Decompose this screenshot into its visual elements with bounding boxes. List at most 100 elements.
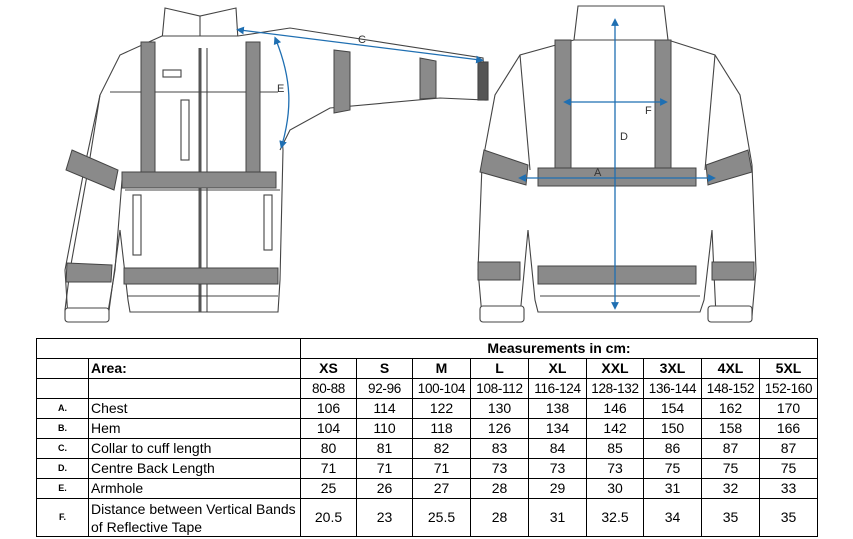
measurement-cell: 73 [528, 458, 587, 479]
measurement-cell: 166 [758, 418, 819, 439]
label-f: F [645, 105, 652, 117]
size-range: 116-124 [528, 378, 587, 399]
size-range: 152-160 [758, 378, 819, 399]
measurement-cell: 30 [586, 478, 644, 499]
measurement-cell: 33 [758, 478, 819, 499]
size-header: 3XL [643, 358, 702, 379]
front-measurement-lines [236, 26, 484, 149]
measurement-cell: 86 [643, 438, 702, 459]
row-code: E. [36, 478, 89, 499]
size-header: XXL [586, 358, 644, 379]
measurement-cell: 35 [701, 498, 760, 537]
label-c: C [358, 34, 366, 46]
row-code: D. [36, 458, 89, 479]
measurement-cell: 71 [356, 458, 413, 479]
measurement-cell: 130 [470, 398, 529, 419]
row-code: F. [36, 498, 89, 537]
measurement-cell: 170 [758, 398, 819, 419]
measurement-cell: 82 [412, 438, 471, 459]
area-header: Area: [88, 358, 301, 379]
measurement-cell: 114 [356, 398, 413, 419]
measurement-cell: 106 [300, 398, 357, 419]
measurement-cell: 162 [701, 398, 760, 419]
measurement-cell: 71 [300, 458, 357, 479]
measurement-cell: 75 [701, 458, 760, 479]
measurement-cell: 25.5 [412, 498, 471, 537]
measurement-cell: 158 [701, 418, 760, 439]
measurement-cell: 81 [356, 438, 413, 459]
measurement-cell: 75 [643, 458, 702, 479]
size-range: 92-96 [356, 378, 413, 399]
size-header: 4XL [701, 358, 760, 379]
measurement-cell: 85 [586, 438, 644, 459]
front-raised-sleeve [237, 27, 487, 151]
code-header-blank [36, 358, 89, 379]
size-range: 108-112 [470, 378, 529, 399]
measurement-cell: 122 [412, 398, 471, 419]
size-range: 136-144 [643, 378, 702, 399]
label-e: E [277, 83, 284, 95]
measurement-cell: 83 [470, 438, 529, 459]
measurement-cell: 138 [528, 398, 587, 419]
measurement-cell: 118 [412, 418, 471, 439]
size-header: S [356, 358, 413, 379]
front-reflective-tape [65, 41, 437, 285]
measurement-cell: 71 [412, 458, 471, 479]
measurement-cell: 150 [643, 418, 702, 439]
size-header: L [470, 358, 529, 379]
row-area: Hem [88, 418, 301, 439]
measurement-cell: 34 [643, 498, 702, 537]
measurement-cell: 73 [586, 458, 644, 479]
measurement-cell: 23 [356, 498, 413, 537]
table-row: F.Distance between Vertical Bands of Ref… [36, 498, 819, 537]
blank-corner [36, 338, 301, 359]
measurement-cell: 73 [470, 458, 529, 479]
measurement-cell: 87 [701, 438, 760, 459]
size-range: 128-132 [586, 378, 644, 399]
measurement-cell: 32 [701, 478, 760, 499]
label-d: D [620, 131, 628, 143]
measurement-cell: 134 [528, 418, 587, 439]
measurement-cell: 28 [470, 498, 529, 537]
measurement-cell: 87 [758, 438, 819, 459]
measurement-cell: 84 [528, 438, 587, 459]
row-area: Armhole [88, 478, 301, 499]
measurement-cell: 80 [300, 438, 357, 459]
measurement-cell: 26 [356, 478, 413, 499]
size-range: 100-104 [412, 378, 471, 399]
size-header: XS [300, 358, 357, 379]
row-area: Centre Back Length [88, 458, 301, 479]
table-title: Measurements in cm: [299, 338, 819, 359]
measurement-cell: 31 [643, 478, 702, 499]
row-code: A. [36, 398, 89, 419]
measurement-cell: 142 [586, 418, 644, 439]
measurement-cell: 31 [528, 498, 587, 537]
size-range: 148-152 [701, 378, 760, 399]
back-measurement-lines [518, 18, 716, 310]
size-header: 5XL [758, 358, 819, 379]
row-code: C. [36, 438, 89, 459]
code-range-blank [36, 378, 89, 399]
measurement-cell: 35 [758, 498, 819, 537]
measurement-cell: 104 [300, 418, 357, 439]
measurement-cell: 126 [470, 418, 529, 439]
size-header: XL [528, 358, 587, 379]
row-area: Distance between Vertical Bands of Refle… [88, 498, 301, 537]
back-collar [573, 5, 669, 41]
measurement-cell: 28 [470, 478, 529, 499]
measurement-cell: 75 [758, 458, 819, 479]
jacket-diagram: C E D F A [64, 5, 757, 323]
row-area: Collar to cuff length [88, 438, 301, 459]
measurement-cell: 32.5 [586, 498, 644, 537]
measurement-cell: 29 [528, 478, 587, 499]
area-range-blank [88, 378, 301, 399]
label-a: A [594, 167, 602, 179]
size-range: 80-88 [300, 378, 357, 399]
measurement-cell: 20.5 [300, 498, 357, 537]
